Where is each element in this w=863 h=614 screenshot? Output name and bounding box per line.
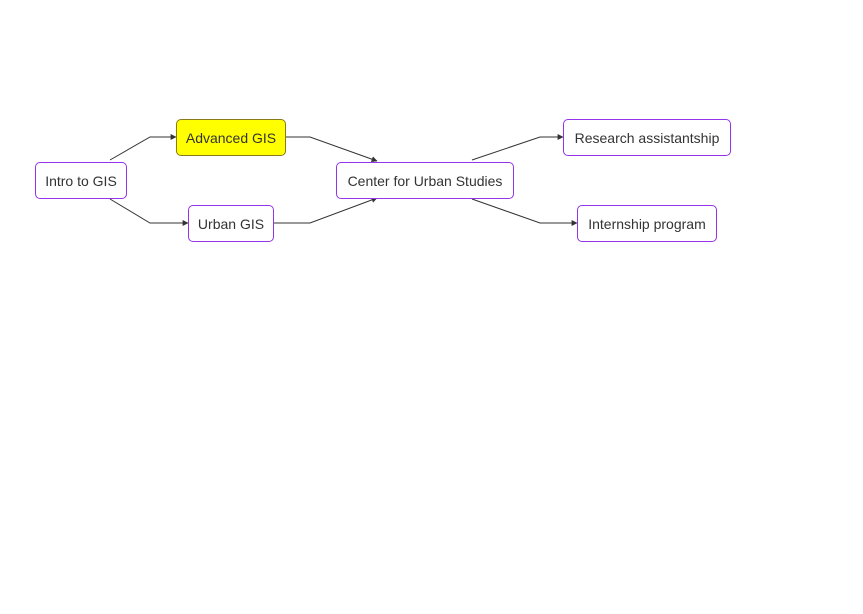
edge-center-to-research (471, 134, 564, 161)
node-internship-program[interactable]: Internship program (577, 205, 717, 242)
node-advanced-gis-label: Advanced GIS (185, 129, 277, 146)
edge-intro-to-advanced (109, 134, 177, 161)
node-urban-gis[interactable]: Urban GIS (188, 205, 274, 242)
node-research-assistantship[interactable]: Research assistantship (563, 119, 731, 156)
edge-urban-to-center (274, 197, 378, 224)
node-center-for-urban-studies[interactable]: Center for Urban Studies (336, 162, 514, 199)
node-advanced-gis[interactable]: Advanced GIS (176, 119, 286, 156)
edge-center-to-internship (471, 198, 578, 226)
edge-intro-to-urban (109, 198, 189, 226)
node-research-assistantship-label: Research assistantship (574, 129, 720, 146)
node-intro-to-gis-label: Intro to GIS (45, 172, 117, 189)
node-intro-to-gis[interactable]: Intro to GIS (35, 162, 127, 199)
edge-advanced-to-center (286, 136, 378, 163)
node-internship-program-label: Internship program (588, 215, 706, 232)
node-urban-gis-label: Urban GIS (197, 215, 265, 232)
node-center-for-urban-studies-label: Center for Urban Studies (347, 172, 503, 189)
